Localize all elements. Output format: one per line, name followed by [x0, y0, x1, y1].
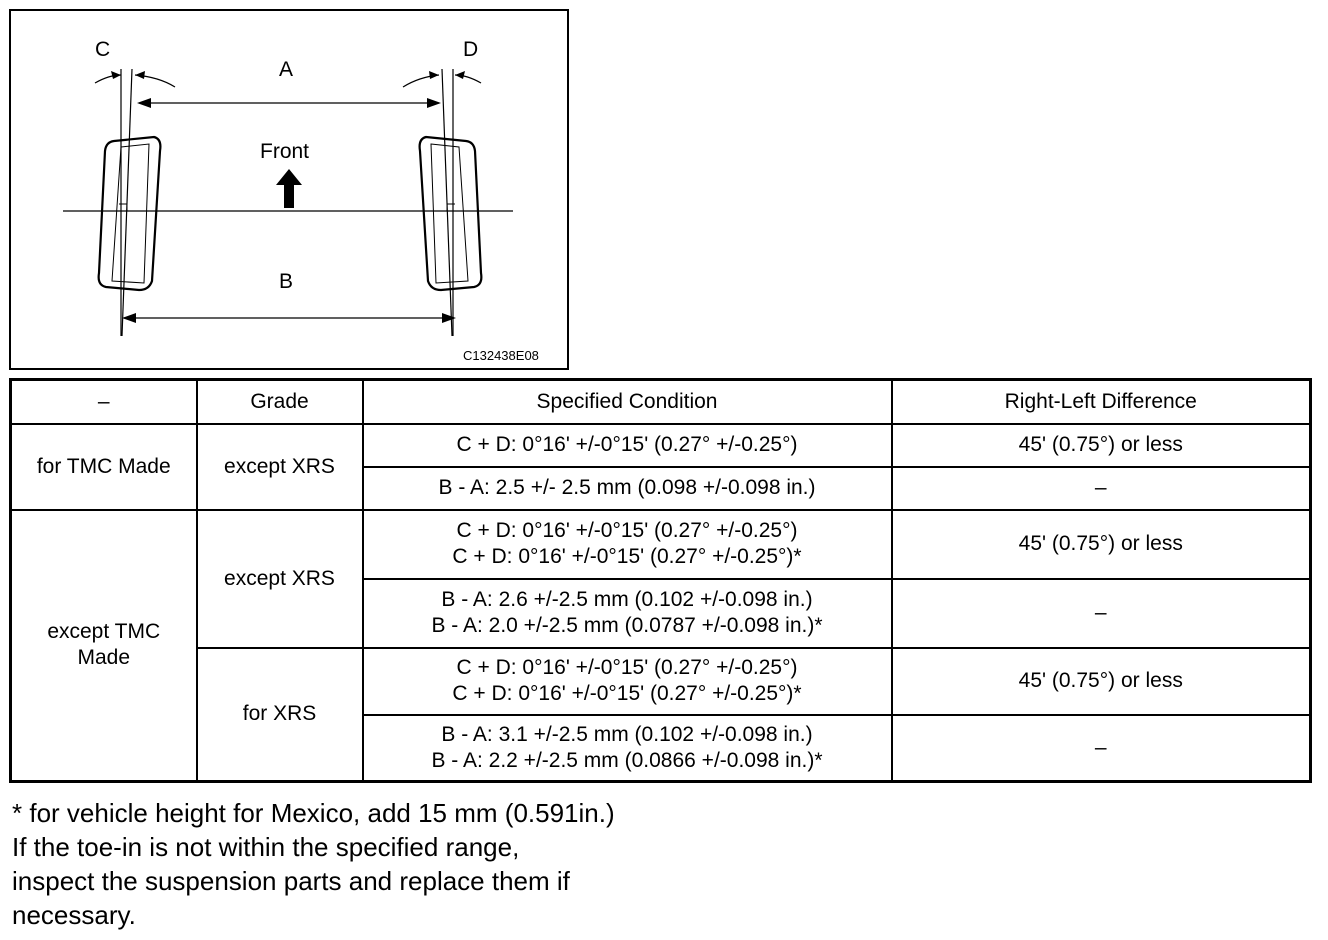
spec-line: B - A: 2.6 +/-2.5 mm (0.102 +/-0.098 in.…	[441, 588, 813, 611]
header-right-left-difference: Right-Left Difference	[890, 378, 1312, 425]
table-header-row: – Grade Specified Condition Right-Left D…	[9, 378, 1312, 425]
spec-line: C + D: 0°16' +/-0°15' (0.27° +/-0.25°)	[456, 433, 798, 456]
diff-cell: –	[890, 577, 1312, 649]
grade-cell: except XRS	[195, 422, 364, 511]
label-a: A	[279, 58, 294, 81]
label-b: B	[279, 270, 294, 293]
table-row: for XRS C + D: 0°16' +/-0°15' (0.27° +/-…	[11, 646, 1312, 783]
front-arrow-icon	[276, 169, 302, 208]
spec-line: C + D: 0°16' +/-0°15' (0.27° +/-0.25°)	[456, 656, 798, 679]
spec-cell: B - A: 2.5 +/- 2.5 mm (0.098 +/-0.098 in…	[361, 465, 893, 511]
note-line: If the toe-in is not within the specifie…	[12, 832, 520, 862]
diff-cell: –	[890, 713, 1312, 783]
table-row: for TMC Made except XRS C + D: 0°16' +/-…	[9, 422, 1312, 511]
label-d: D	[463, 38, 479, 61]
dimension-b-line	[122, 313, 456, 323]
angle-d-marker	[402, 71, 482, 88]
diff-cell: 45' (0.75°) or less	[890, 422, 1312, 468]
label-front: Front	[260, 140, 310, 163]
spec-line: B - A: 2.0 +/-2.5 mm (0.0787 +/-0.098 in…	[431, 614, 823, 637]
table-row: B - A: 3.1 +/-2.5 mm (0.102 +/-0.098 in.…	[11, 713, 1312, 783]
spec-cell: C + D: 0°16' +/-0°15' (0.27° +/-0.25°) C…	[361, 508, 893, 580]
label-c: C	[95, 38, 111, 61]
header-specified-condition: Specified Condition	[361, 378, 893, 425]
angle-c-marker	[94, 71, 176, 88]
wheel-alignment-illustration	[63, 68, 513, 337]
spec-line: C + D: 0°16' +/-0°15' (0.27° +/-0.25°)*	[452, 545, 802, 568]
spec-cell: B - A: 2.6 +/-2.5 mm (0.102 +/-0.098 in.…	[361, 577, 893, 649]
spec-line: C + D: 0°16' +/-0°15' (0.27° +/-0.25°)*	[452, 682, 802, 705]
grade-cell: for XRS	[195, 646, 364, 783]
right-wheel	[418, 68, 483, 337]
note-line: inspect the suspension parts and replace…	[12, 866, 570, 896]
spec-cell: B - A: 3.1 +/-2.5 mm (0.102 +/-0.098 in.…	[361, 713, 893, 783]
spec-cell: C + D: 0°16' +/-0°15' (0.27° +/-0.25°) C…	[361, 646, 893, 716]
header-category: –	[9, 378, 198, 425]
table-row: B - A: 2.5 +/- 2.5 mm (0.098 +/-0.098 in…	[11, 465, 1312, 511]
toe-in-diagram: C D A Front B C132438E08	[9, 9, 569, 370]
note-line: necessary.	[12, 900, 136, 930]
spec-line: B - A: 3.1 +/-2.5 mm (0.102 +/-0.098 in.…	[441, 722, 813, 746]
category-cell: for TMC Made	[9, 422, 198, 511]
header-grade: Grade	[195, 378, 364, 425]
table-row: except TMC Made except XRS C + D: 0°16' …	[9, 508, 1312, 783]
note-line: * for vehicle height for Mexico, add 15 …	[12, 798, 615, 828]
spec-line: C + D: 0°16' +/-0°15' (0.27° +/-0.25°)	[456, 519, 798, 542]
spec-line: B - A: 2.2 +/-2.5 mm (0.0866 +/-0.098 in…	[431, 748, 823, 772]
toe-in-spec-table: – Grade Specified Condition Right-Left D…	[9, 378, 1312, 783]
table-row: B - A: 2.6 +/-2.5 mm (0.102 +/-0.098 in.…	[11, 577, 1312, 649]
diff-cell: 45' (0.75°) or less	[890, 508, 1312, 580]
spec-cell: C + D: 0°16' +/-0°15' (0.27° +/-0.25°)	[361, 422, 893, 468]
notes-block: * for vehicle height for Mexico, add 15 …	[12, 796, 772, 932]
dimension-a-line	[137, 98, 441, 108]
diff-cell: –	[890, 465, 1312, 511]
spec-line: B - A: 2.5 +/- 2.5 mm (0.098 +/-0.098 in…	[438, 476, 816, 499]
left-wheel	[97, 68, 162, 337]
diff-cell: 45' (0.75°) or less	[890, 646, 1312, 716]
grade-cell: except XRS	[195, 508, 364, 649]
category-cell: except TMC Made	[9, 508, 198, 783]
figure-code: C132438E08	[463, 348, 539, 363]
